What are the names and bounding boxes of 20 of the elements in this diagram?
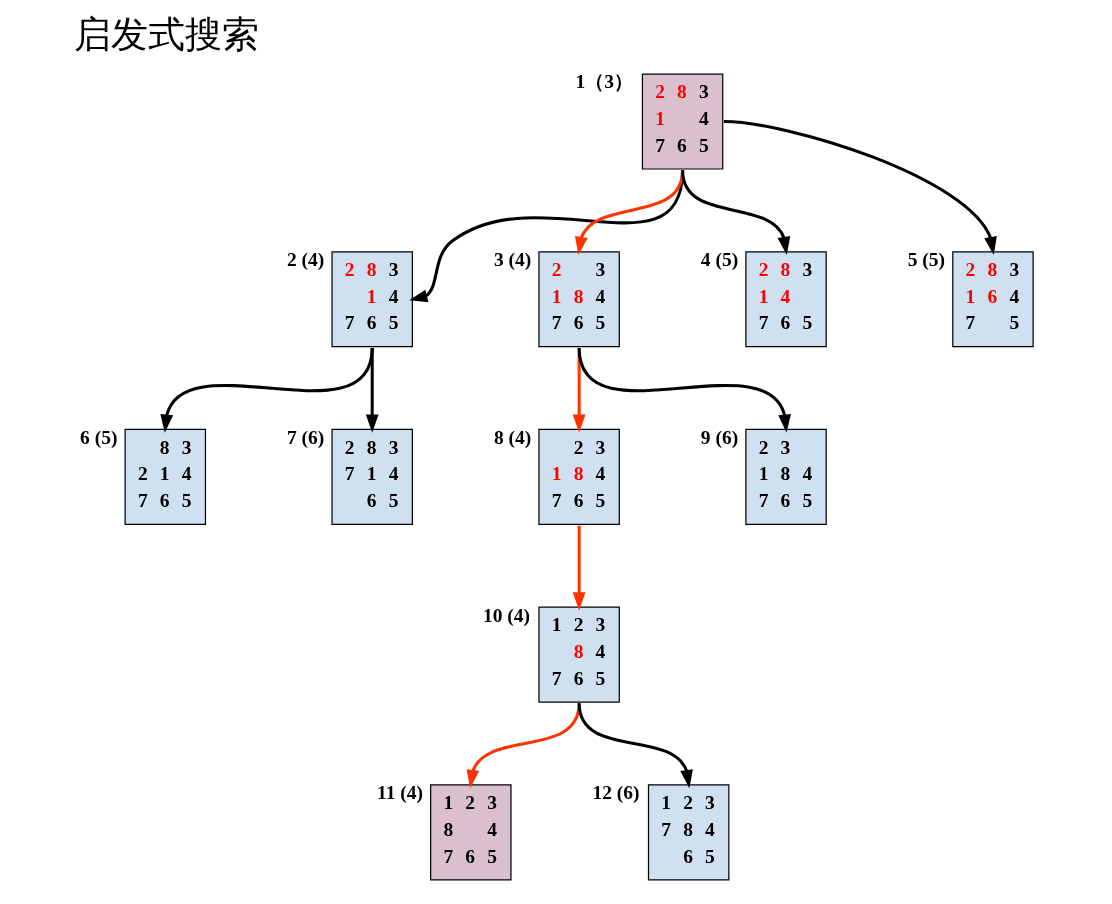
node-label: 10 (4) — [482, 604, 531, 626]
diagram-title: 启发式搜索 — [74, 14, 259, 56]
node-label: 8 (4) — [493, 426, 532, 448]
node-label: 11 (4) — [377, 782, 424, 804]
arrow — [723, 120, 997, 256]
node-label: 3 (4) — [493, 249, 532, 271]
arrow — [466, 703, 581, 789]
node-label: 5 (5) — [907, 249, 946, 271]
node-label: 2 (4) — [287, 249, 325, 271]
node-label: 4 (5) — [700, 249, 739, 271]
arrow — [160, 347, 374, 433]
arrow — [681, 170, 791, 256]
node-label: 1（3） — [575, 71, 633, 93]
arrow — [572, 525, 586, 611]
node-label: 9 (6) — [700, 426, 739, 448]
node-label: 7 (6) — [287, 426, 325, 448]
node-label: 12 (6) — [592, 782, 640, 804]
node-label: 6 (5) — [80, 426, 118, 448]
arrow — [577, 703, 693, 789]
arrow — [365, 347, 379, 433]
